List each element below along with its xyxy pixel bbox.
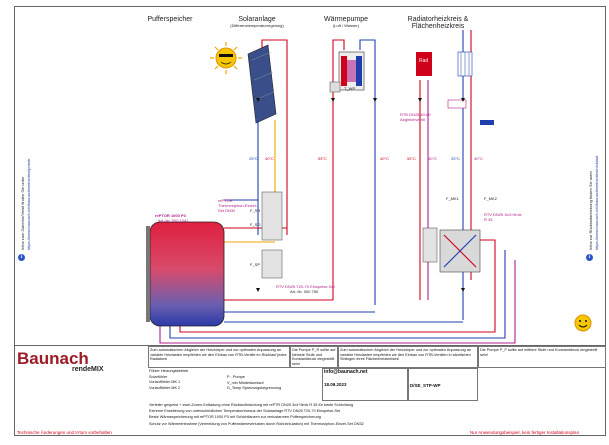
rad-station [422, 227, 438, 263]
sun-icon [210, 42, 242, 74]
twp-valve [329, 81, 341, 93]
mode-item: Vorlauffühler MK 1 [149, 380, 181, 384]
sensor-label: F_SO [250, 222, 261, 227]
symbol-item: V_min Mindestumlauf [227, 380, 264, 385]
sensor-label: F_SP [250, 262, 261, 267]
mode-item: Fühler Heizungsbetrieb [149, 369, 189, 373]
notice-pump-f: Die Pumpe P_F sollte auf mittlere Stufe … [478, 346, 606, 368]
temp-label: 40°C [380, 156, 389, 161]
buffer-tank [146, 221, 225, 327]
mode-item: Solarfühler [149, 374, 168, 379]
temp-label: 40°C [428, 156, 437, 161]
benefit-item: Verteiler gespeist + zwei-Zonen-Entladun… [149, 403, 354, 407]
radiator [416, 51, 473, 77]
side-link-left[interactable]: https://www.baunach.net/baunach/webseite… [26, 158, 31, 250]
sensor-label: F_MK2 [484, 196, 497, 201]
rad-label: Rad [419, 58, 429, 64]
thermosiphon-label: rePTOR Thermosiphon-Einzel-Set DN32 [218, 198, 258, 213]
solar-panel [247, 44, 277, 124]
footer-right: Nur Anwendungsbeispiel, kein fertiger In… [470, 430, 580, 435]
benefits-list: Verteiler gespeist + zwei-Zonen-Entladun… [148, 401, 478, 429]
solar-station [261, 191, 283, 241]
benefit-item: Extreme Erweiterung von unterschiedliche… [149, 409, 341, 414]
temp-label: 40°C [265, 156, 274, 161]
section-solaranlage: Solaranlage(Differenztemperaturregelung) [230, 16, 284, 28]
contact-email[interactable]: info@baunach.net [324, 369, 368, 375]
notice-rtb-floor: Zum automatischen Abgleich der Heizkörpe… [338, 346, 478, 368]
plan-date: 18.09.2023 [324, 381, 347, 387]
heat-pump-unit [338, 51, 365, 91]
symbol-item: P - Pumpe [227, 375, 245, 379]
rtv-label: RTV DN25 T20-70 Einspeise-Set [276, 284, 335, 289]
sensor-label: F_SR [250, 208, 261, 213]
notice-rtb: Zum automatischen Abgleich der Heizkörpe… [148, 346, 290, 368]
temp-label: 25°C [249, 156, 258, 161]
benefit-item: Schutz vor Wärmeentnahme (Vermeidung von… [149, 421, 364, 426]
rtv-artno: Art.-Nr. 000 750 [290, 289, 319, 294]
tank-title: rePTOR 1000 P3 [155, 213, 186, 218]
rtv-set [261, 249, 283, 279]
plan-code: D/SE_STP-WP [410, 383, 441, 388]
section-waermepumpe: Wärmepumpe(Luft / Wasser) [324, 16, 368, 28]
brand-sub: rendeMIX [72, 366, 104, 373]
rtb-label: RTB DN25 40-60 Abgleichventil [400, 112, 431, 122]
benefit-item: Beste Wärmespeicherung mit rePTOR 1000 P… [149, 415, 321, 420]
symbols-list: P - Pumpe V_min Mindestumlauf D_Temp Spr… [226, 374, 316, 400]
tank-subtitle: Art.-Nr. 000 1041 [158, 218, 189, 223]
notice-pump-r: Die Pumpe P_R sollte auf kleinste Stufe … [290, 346, 338, 368]
temp-label: 25°C [451, 156, 460, 161]
info-icon-right[interactable]: i [586, 254, 593, 261]
info-icon-left[interactable]: i [18, 254, 25, 261]
sensor-label: F_MK1 [446, 196, 459, 201]
brand-logo: Baunach [17, 349, 89, 368]
temp-label: 55°C [318, 156, 327, 161]
side-info-right: Infos zur Rücklaufanhebung finden Sie un… [588, 171, 593, 250]
rtb-valve [447, 99, 467, 109]
mix-label: RTV DN25 3x4+3mix R 35 [484, 212, 522, 222]
footer-left: Technische Änderungen und Irrtum vorbeha… [17, 430, 112, 435]
temp-label: 55°C [407, 156, 416, 161]
drawing-frame [14, 6, 606, 436]
legend-panel [14, 345, 606, 437]
section-pufferspeicher: Pufferspeicher [147, 16, 193, 23]
temp-label: 40°C [474, 156, 483, 161]
code-box: D/SE_STP-WP [408, 368, 478, 401]
modes-list: Fühler Heizungsbetrieb Solarfühler Vorla… [148, 368, 316, 401]
symbol-item: D_Temp Spreizungsbegrenzung [227, 386, 282, 390]
twp-label: T_WP [344, 86, 356, 91]
section-heizkreise: Radiatorheizkreis &Flächenheizkreis [407, 16, 469, 30]
rtb-valve-2 [480, 120, 494, 125]
mode-item: Vorlauffühler MK 2 [149, 385, 181, 390]
side-link-right[interactable]: https://www.baunach.net/baunach/webseite… [594, 155, 599, 250]
side-info-left: Infos zum Zubehör/Ventil finden Sie unte… [20, 176, 25, 250]
contact-box: info@baunach.net 18.09.2023 [322, 368, 408, 401]
smiley-icon [574, 314, 592, 332]
